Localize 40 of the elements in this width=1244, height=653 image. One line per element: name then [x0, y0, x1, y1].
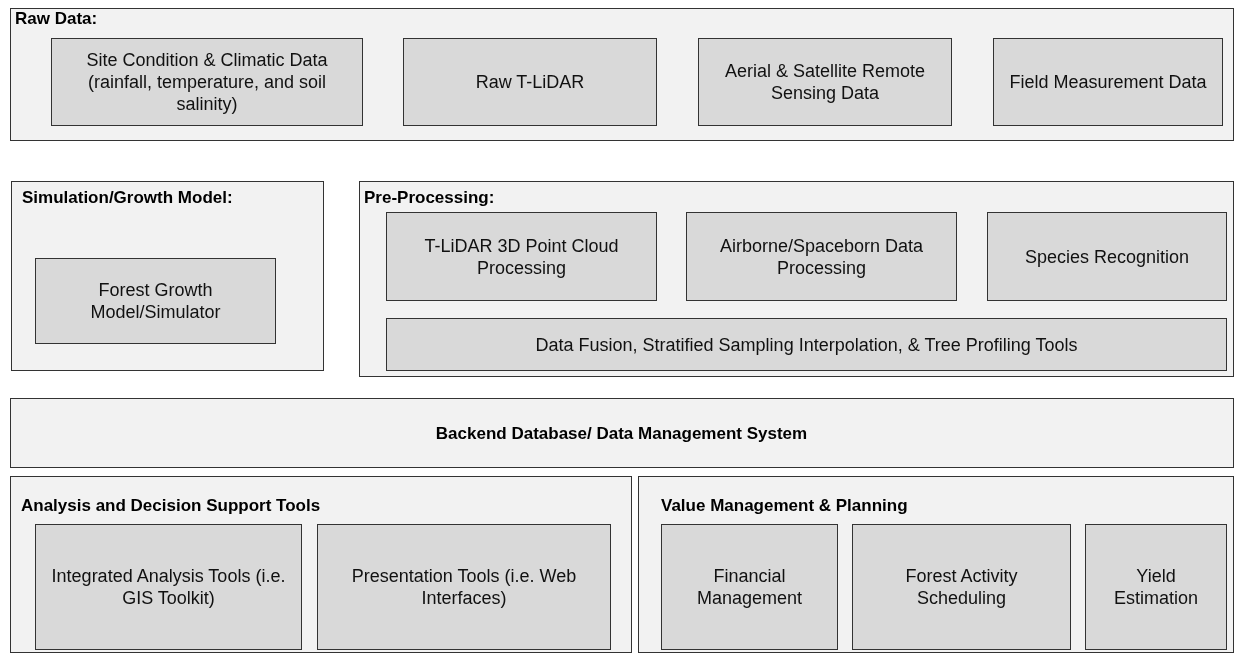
box-label: Forest Growth Model/Simulator — [89, 279, 222, 323]
panel-heading: Pre-Processing: — [364, 188, 496, 208]
panel-heading: Raw Data: — [15, 9, 99, 29]
panel-heading: Simulation/Growth Model: — [22, 188, 234, 208]
box-label: Airborne/Spaceborn Data Processing — [718, 234, 925, 279]
component-box — [852, 524, 1071, 650]
group-panel — [638, 476, 1234, 653]
component-box — [35, 258, 276, 344]
box-label: Yield Estimation — [1112, 565, 1199, 609]
panel-heading: Value Management & Planning — [661, 496, 909, 516]
panel-heading: Analysis and Decision Support Tools — [21, 496, 322, 516]
component-box — [51, 38, 363, 126]
group-panel — [11, 181, 324, 371]
box-label: Site Condition & Climatic Data (rainfall, temperature, and soil salinity) — [85, 49, 329, 115]
component-box — [1085, 524, 1227, 650]
box-label: Integrated Analysis Tools (i.e. GIS Toolkit) — [50, 565, 287, 609]
component-box — [698, 38, 952, 126]
box-label: Raw T-LiDAR — [475, 71, 585, 93]
box-label: Forest Activity Scheduling — [904, 565, 1019, 609]
component-box — [386, 212, 657, 301]
component-box — [661, 524, 838, 650]
group-panel — [10, 8, 1234, 141]
box-label: Financial Management — [695, 565, 804, 609]
component-box — [317, 524, 611, 650]
box-label: Data Fusion, Stratified Sampling Interpolation, & Tree Profiling Tools — [535, 333, 1078, 356]
panel-heading: Backend Database/ Data Management System — [434, 424, 809, 444]
box-label: T-LiDAR 3D Point Cloud Processing — [423, 234, 620, 279]
component-box — [987, 212, 1227, 301]
component-box — [403, 38, 657, 126]
box-label: Aerial & Satellite Remote Sensing Data — [723, 60, 927, 104]
component-box — [386, 318, 1227, 371]
box-label: Field Measurement Data — [1009, 71, 1207, 93]
group-panel — [10, 476, 632, 653]
box-label: Species Recognition — [1024, 245, 1190, 268]
system-band — [10, 398, 1234, 468]
group-panel — [359, 181, 1234, 377]
component-box — [35, 524, 302, 650]
box-label: Presentation Tools (i.e. Web Interfaces) — [350, 565, 578, 609]
component-box — [686, 212, 957, 301]
component-box — [993, 38, 1223, 126]
